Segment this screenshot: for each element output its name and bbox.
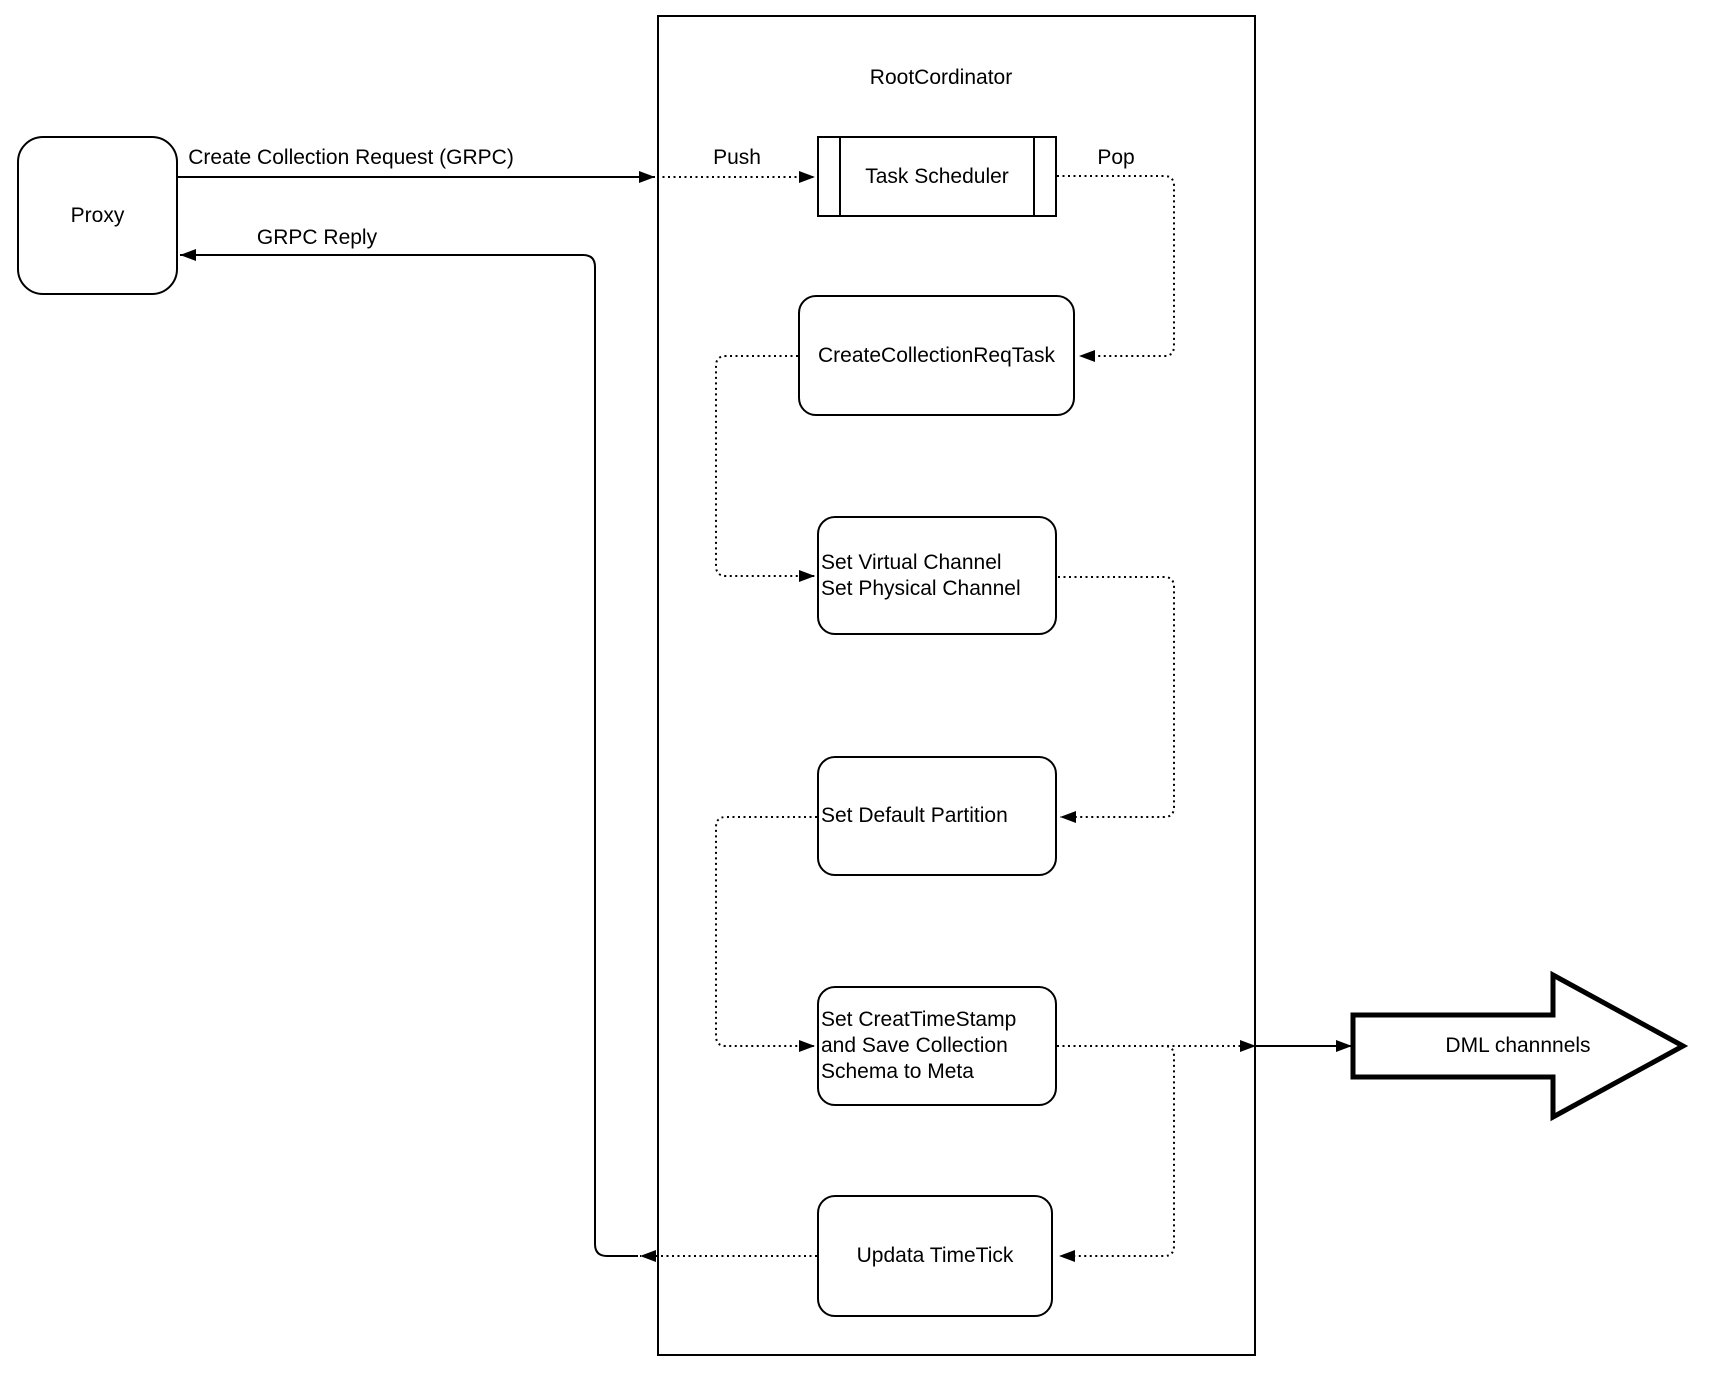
dml-channels-arrow-shape [1350, 970, 1689, 1122]
set-virtual-channel-label: Set Virtual Channel Set Physical Channel [821, 550, 1021, 600]
task-scheduler-node: Task Scheduler [817, 136, 1057, 217]
create-collection-req-task-node: CreateCollectionReqTask [798, 295, 1075, 416]
task-scheduler-right-bar [1033, 138, 1035, 215]
edge-pop [1057, 175, 1175, 362]
set-default-partition-node: Set Default Partition [817, 756, 1057, 876]
set-creat-timestamp-label: Set CreatTimeStamp and Save Collection S… [821, 1008, 1017, 1083]
task-scheduler-left-bar [839, 138, 841, 215]
root-coordinator-container [657, 15, 1256, 1356]
edge-grpc-reply [180, 249, 638, 1257]
proxy-node: Proxy [17, 136, 178, 295]
edge-label-pop: Pop [1097, 146, 1135, 169]
edge-label-create-collection-request: Create Collection Request (GRPC) [188, 146, 514, 169]
edge-label-push: Push [713, 146, 761, 169]
set-default-partition-label: Set Default Partition [821, 804, 1008, 827]
create-collection-req-task-label: CreateCollectionReqTask [818, 343, 1055, 367]
updata-timetick-node: Updata TimeTick [817, 1195, 1053, 1317]
edge-cct-to-svc [715, 355, 815, 582]
proxy-label: Proxy [70, 203, 125, 227]
edge-scts-to-utt [1057, 1045, 1175, 1262]
task-scheduler-label: Task Scheduler [865, 164, 1009, 188]
set-creat-timestamp-node: Set CreatTimeStamp and Save Collection S… [817, 986, 1057, 1106]
set-virtual-channel-node: Set Virtual Channel Set Physical Channel [817, 516, 1057, 635]
edge-label-grpc-reply: GRPC Reply [256, 226, 378, 249]
edge-svc-to-sdp [1058, 576, 1175, 823]
edge-sdp-to-scts [715, 816, 817, 1052]
root-coordinator-title: RootCordinator [869, 66, 1013, 89]
updata-timetick-label: Updata TimeTick [856, 1244, 1014, 1267]
dml-channels-label: DML channnels [1445, 1034, 1591, 1057]
